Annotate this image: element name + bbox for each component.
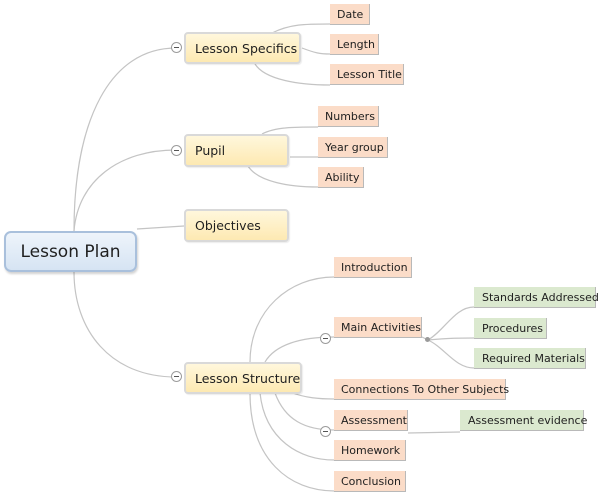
subtopic-date[interactable]: Date [330,4,370,25]
subtopic-numbers[interactable]: Numbers [318,106,379,127]
leaf-procedures[interactable]: Procedures [474,318,547,339]
subtopic-year-group[interactable]: Year group [318,137,388,158]
connector-activities-materials [427,339,475,369]
leaf-standards-addressed[interactable]: Standards Addressed [474,287,599,308]
topic-objectives[interactable]: Objectives [184,209,289,242]
connector-root-lesson-structure [73,271,177,378]
connector-root-objectives [136,225,185,230]
subtopic-connections[interactable]: Connections To Other Subjects [334,379,509,400]
connector-structure-conclusion [249,392,335,492]
subtopic-assessment[interactable]: Assessment [334,410,408,431]
connector-pupil-numbers [261,126,319,135]
subtopic-ability[interactable]: Ability [318,167,364,188]
connector-structure-introduction [249,276,335,363]
topic-lesson-structure[interactable]: Lesson Structure [184,362,302,394]
leaf-required-materials[interactable]: Required Materials [474,348,586,369]
connector-specifics-title [254,63,331,86]
branch-junction [425,337,430,342]
collapse-toggle-icon[interactable] [171,42,182,53]
connector-root-pupil [73,149,177,232]
leaf-assessment-evidence[interactable]: Assessment evidence [460,410,587,431]
topic-lesson-specifics[interactable]: Lesson Specifics [184,32,301,64]
subtopic-main-activities[interactable]: Main Activities [334,317,422,338]
subtopic-lesson-title[interactable]: Lesson Title [330,64,404,85]
connector-activities-procedures [427,337,475,341]
collapse-toggle-icon[interactable] [171,145,182,156]
connector-activities-standards [427,306,475,341]
connector-structure-homework [259,392,335,461]
central-topic-lesson-plan[interactable]: Lesson Plan [4,231,137,272]
topic-pupil[interactable]: Pupil [184,134,289,167]
collapse-toggle-icon[interactable] [320,426,331,437]
collapse-toggle-icon[interactable] [320,333,331,344]
subtopic-introduction[interactable]: Introduction [334,257,412,278]
subtopic-conclusion[interactable]: Conclusion [334,471,406,492]
connector-root-lesson-specifics [73,47,177,232]
connector-assessment-evidence [407,431,461,434]
connector-specifics-date [271,23,331,34]
collapse-toggle-icon[interactable] [171,371,182,382]
connector-specifics-length [301,47,331,55]
subtopic-homework[interactable]: Homework [334,440,406,461]
subtopic-length[interactable]: Length [330,34,379,55]
connector-pupil-ability [247,165,319,188]
